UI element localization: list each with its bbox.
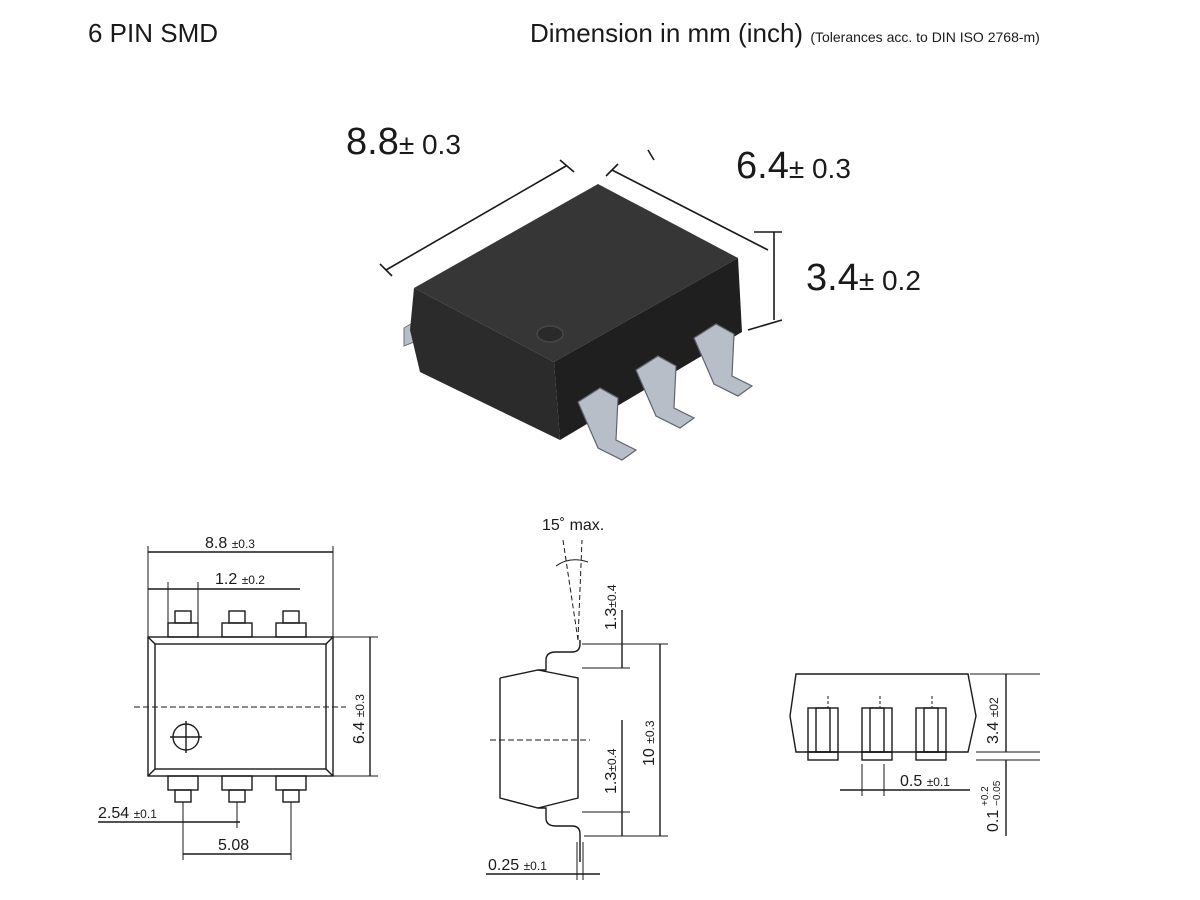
top-pins-upper — [167, 610, 307, 638]
dimension-unit-label: Dimension in mm (inch) — [530, 18, 804, 48]
end-standoff-tol-minus: −0.05 — [992, 780, 1003, 806]
end-standoff-tol-plus: +0.2 — [980, 786, 991, 806]
iso-lead-1 — [577, 387, 638, 461]
iso-dim-lines — [379, 149, 783, 331]
top-view — [98, 546, 378, 860]
top-pins-lower — [167, 775, 307, 803]
iso-length-value: 8.8± 0.3 — [346, 121, 461, 163]
end-view — [789, 673, 1040, 836]
iso-height-value: 3.4± 0.2 — [806, 257, 921, 299]
side-overall-label: 10 ±0.3 — [641, 720, 658, 766]
tolerance-note: (Tolerances acc. to DIN ISO 2768-m) — [810, 29, 1040, 45]
end-height-label: 3.4 ±02 — [985, 697, 1002, 744]
end-leads — [807, 707, 947, 761]
top-view-labels: 8.8 ±0.3 1.2 ±0.2 6.4 ±0.3 2.54 ±0.1 5.0… — [98, 535, 368, 854]
top-width-label: 6.4 ±0.3 — [351, 694, 368, 744]
end-standoff-label: 0.1 — [985, 810, 1002, 832]
side-upper-lead — [499, 640, 581, 679]
side-lead-lower-label: 1.3±0.4 — [603, 748, 620, 794]
end-view-labels: 3.4 ±02 0.5 ±0.1 0.1 +0.2 −0.05 — [900, 697, 1003, 832]
side-view-labels: 15˚ max. 1.3±0.4 10 ±0.3 1.3±0.4 0.25 ±0… — [488, 517, 658, 874]
top-pitch-label: 2.54 ±0.1 — [98, 805, 157, 822]
iso-lead-3 — [693, 323, 754, 397]
side-view — [486, 539, 668, 880]
iso-lead-2 — [635, 355, 696, 429]
top-pin-width-label: 1.2 ±0.2 — [215, 571, 265, 588]
iso-view: 8.8± 0.3 6.4± 0.3 3.4± 0.2 — [346, 121, 921, 461]
package-title: 6 PIN SMD — [88, 18, 219, 48]
side-body-outline — [537, 669, 579, 809]
iso-leads — [577, 323, 754, 461]
iso-body-top — [414, 184, 738, 362]
end-lead-width-label: 0.5 ±0.1 — [900, 773, 950, 790]
iso-width-value: 6.4± 0.3 — [736, 145, 851, 187]
side-thickness-label: 0.25 ±0.1 — [488, 857, 547, 874]
side-angle-label: 15˚ max. — [542, 517, 604, 534]
top-span-label: 5.08 — [218, 837, 249, 854]
end-body-outline — [789, 673, 977, 753]
side-lead-upper-label: 1.3±0.4 — [603, 584, 620, 630]
pin1-marker — [536, 325, 564, 343]
side-lower-lead — [499, 678, 581, 862]
dimension-title: Dimension in mm (inch) (Tolerances acc. … — [530, 18, 1040, 49]
iso-body-side — [410, 288, 560, 440]
top-length-label: 8.8 ±0.3 — [205, 535, 255, 552]
